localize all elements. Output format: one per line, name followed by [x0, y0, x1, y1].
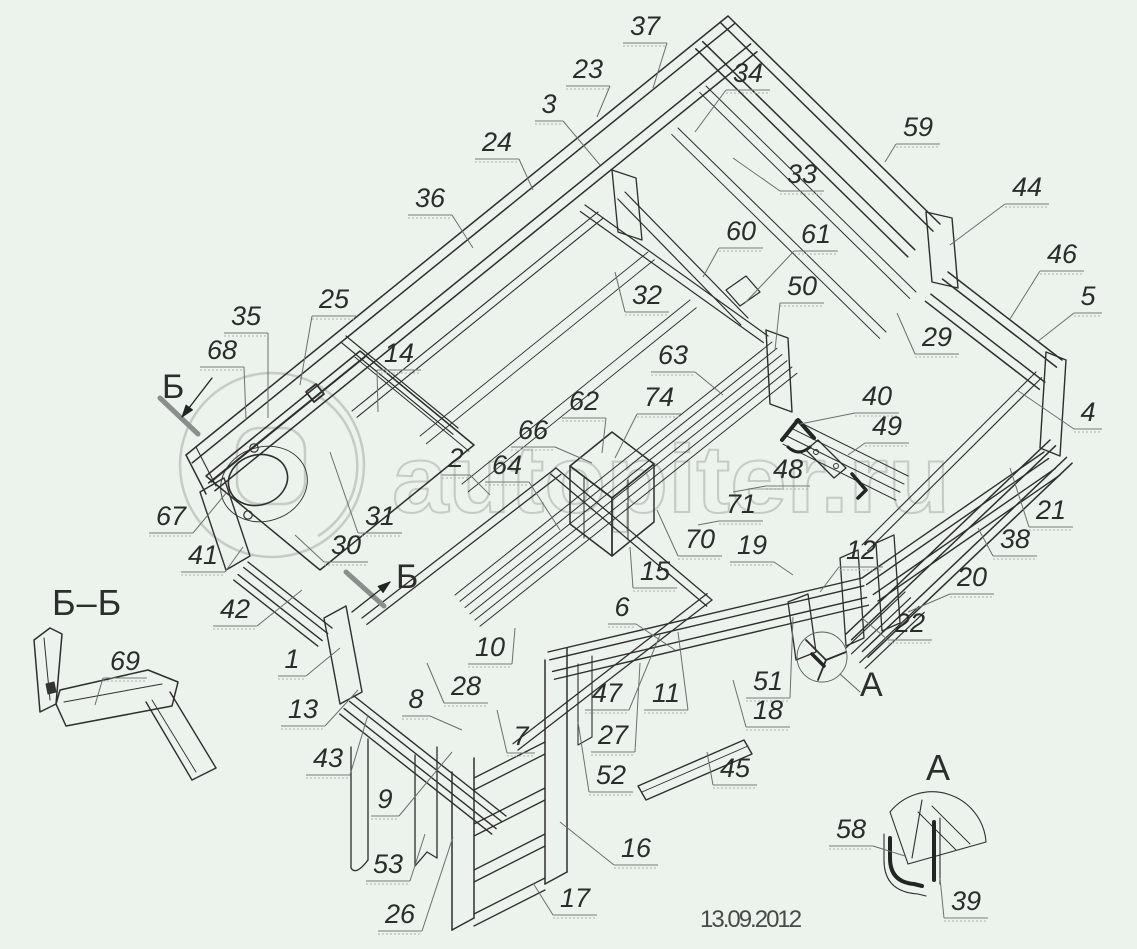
callout-66: 66: [518, 415, 549, 445]
callout-60: 60: [726, 216, 756, 246]
callout-10: 10: [475, 632, 505, 662]
callout-9: 9: [377, 784, 392, 814]
callout-13: 13: [288, 694, 318, 724]
detail-marker-a: А: [860, 666, 883, 704]
callout-14: 14: [384, 338, 414, 368]
autopiter-logo-a-icon: [235, 426, 307, 506]
callout-52: 52: [596, 760, 626, 790]
callout-6: 6: [614, 592, 630, 622]
callout-31: 31: [365, 501, 395, 531]
callout-58: 58: [836, 814, 866, 844]
callout-51: 51: [753, 666, 783, 696]
autopiter-logo-circle-icon: [178, 371, 366, 559]
callout-8: 8: [408, 684, 423, 714]
callout-5: 5: [1080, 281, 1096, 311]
callout-61: 61: [801, 219, 831, 249]
callout-70: 70: [685, 524, 715, 554]
callout-1: 1: [284, 644, 299, 674]
callout-11: 11: [652, 678, 680, 708]
date-stamp: 13.09.2012: [700, 906, 802, 933]
callout-48: 48: [773, 454, 803, 484]
section-marker-b-bottom: Б: [396, 558, 419, 596]
callout-68: 68: [207, 335, 237, 365]
section-title-bb: Б–Б: [52, 582, 123, 623]
section-marker-b-top: Б: [162, 368, 185, 406]
callout-29: 29: [921, 322, 952, 352]
callout-4: 4: [1080, 397, 1095, 427]
callout-38: 38: [1000, 524, 1030, 554]
callout-41: 41: [188, 540, 218, 570]
callout-22: 22: [894, 608, 925, 638]
callout-17: 17: [560, 883, 591, 913]
callout-37: 37: [630, 11, 661, 41]
callout-27: 27: [597, 720, 629, 750]
callout-62: 62: [569, 386, 599, 416]
callout-67: 67: [156, 501, 187, 531]
callout-23: 23: [572, 54, 603, 84]
callout-24: 24: [481, 127, 512, 157]
callout-3: 3: [541, 89, 556, 119]
callout-20: 20: [956, 562, 987, 592]
callout-35: 35: [231, 301, 262, 331]
callout-47: 47: [592, 678, 623, 708]
callout-36: 36: [415, 183, 446, 213]
autopiter-logo-paren-icon: [317, 394, 359, 538]
callout-19: 19: [737, 530, 767, 560]
callout-40: 40: [862, 381, 892, 411]
callout-16: 16: [621, 833, 652, 863]
callout-30: 30: [331, 530, 361, 560]
callout-21: 21: [1035, 495, 1066, 525]
callout-71: 71: [726, 489, 756, 519]
drawing-linework: [33, 15, 1073, 931]
callout-49: 49: [872, 411, 902, 441]
callout-45: 45: [720, 753, 751, 783]
callout-25: 25: [318, 284, 350, 314]
callout-53: 53: [373, 849, 403, 879]
watermark-text: autopiter.ru: [392, 426, 950, 533]
callout-33: 33: [787, 159, 817, 189]
callout-39: 39: [951, 886, 981, 916]
callout-18: 18: [753, 695, 783, 725]
callout-32: 32: [632, 280, 662, 310]
callout-7: 7: [513, 721, 529, 751]
callout-59: 59: [903, 112, 933, 142]
callout-28: 28: [450, 671, 481, 701]
callout-43: 43: [313, 743, 343, 773]
callout-63: 63: [658, 340, 688, 370]
callout-74: 74: [644, 382, 674, 412]
callout-44: 44: [1012, 172, 1042, 202]
callout-46: 46: [1047, 239, 1078, 269]
callout-69: 69: [110, 646, 140, 676]
callout-42: 42: [220, 594, 250, 624]
callout-64: 64: [492, 450, 522, 480]
callout-2: 2: [447, 443, 463, 473]
callout-26: 26: [384, 899, 416, 929]
callout-50: 50: [787, 271, 817, 301]
callout-12: 12: [846, 535, 876, 565]
callout-15: 15: [640, 556, 671, 586]
detail-title-a: А: [926, 747, 952, 788]
callout-34: 34: [733, 58, 763, 88]
